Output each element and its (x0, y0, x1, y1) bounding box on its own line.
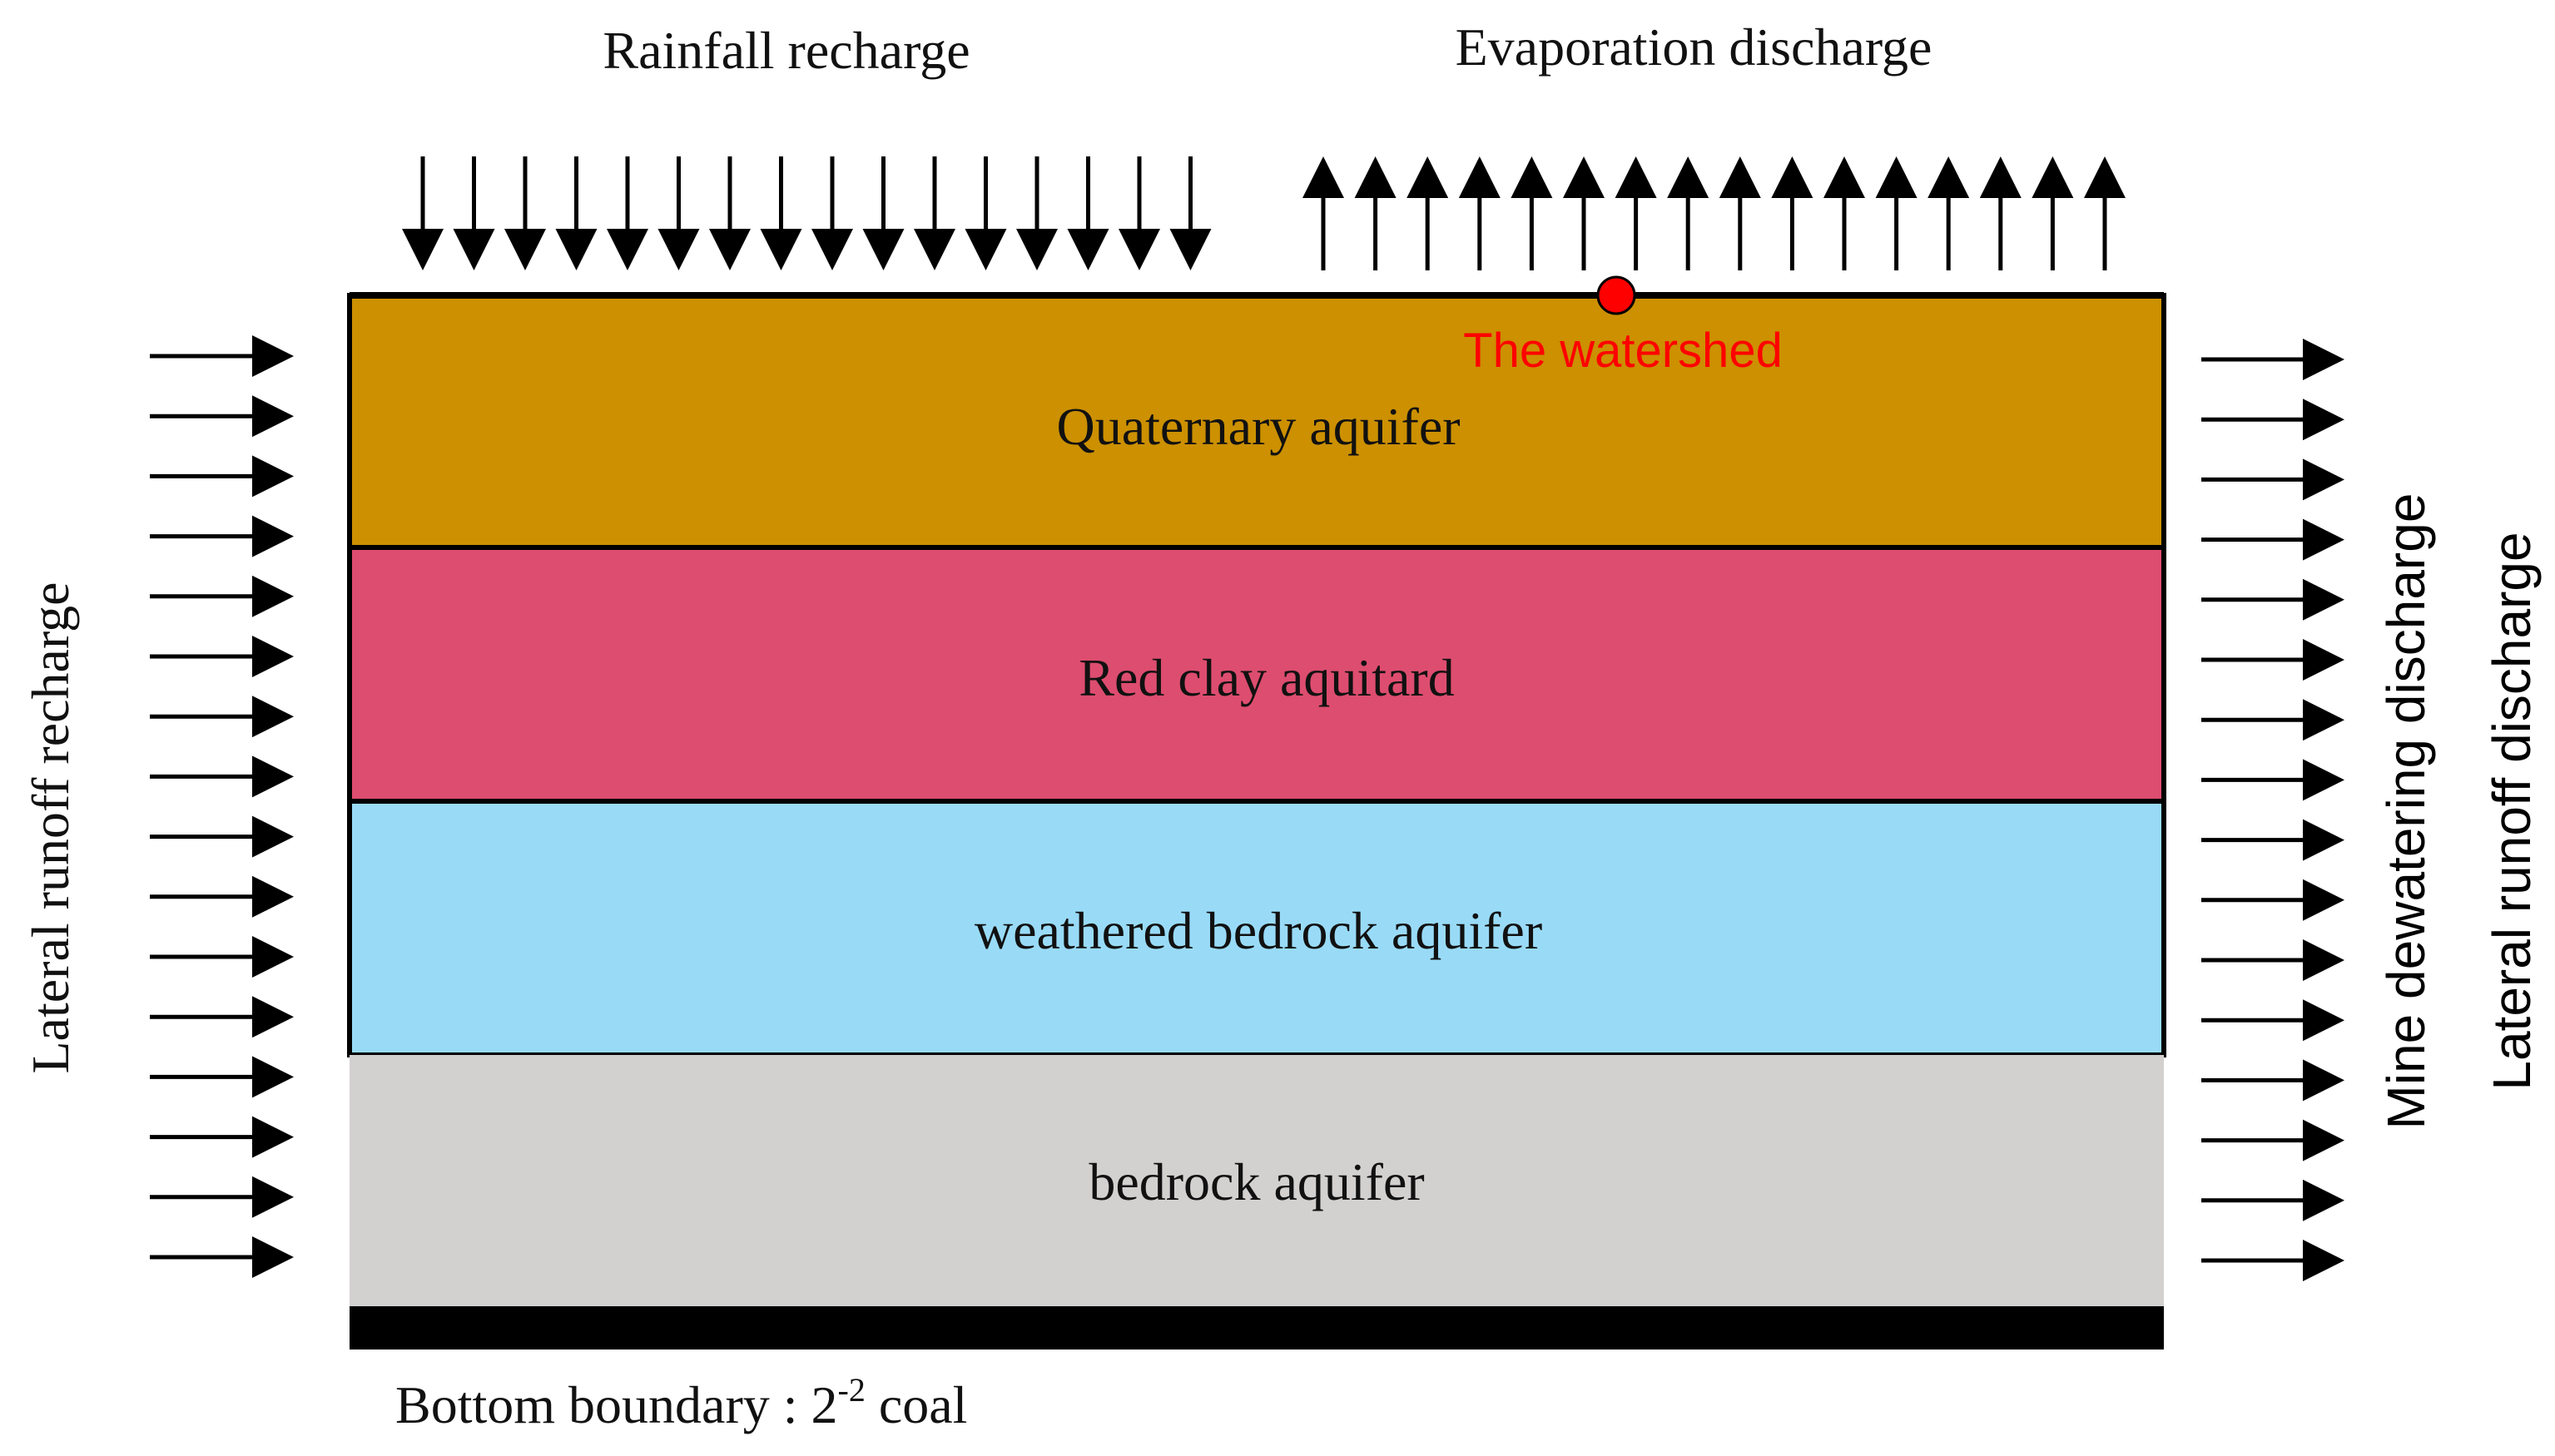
lateral-recharge-arrows (150, 335, 294, 1278)
layer-bedrock-aquifer (350, 1055, 2164, 1306)
mine-dewatering-discharge-label: Mine dewatering discharge (2376, 493, 2436, 1130)
rainfall-recharge-label: Rainfall recharge (603, 21, 970, 80)
bottom-boundary-label: Bottom boundary : 2-2 coal (395, 1371, 967, 1434)
lateral-runoff-discharge-label: Lateral runoff discharge (2482, 532, 2542, 1090)
lateral-discharge-arrows (2201, 339, 2344, 1281)
evaporation-arrows (1302, 156, 2126, 270)
rainfall-arrows (402, 156, 1212, 270)
layer-label-weathered-bedrock: weathered bedrock aquifer (975, 901, 1542, 960)
layer-red-clay-aquitard (347, 545, 2166, 804)
bottom-boundary-superscript: -2 (838, 1371, 866, 1409)
bottom-boundary-prefix: Bottom boundary : 2 (395, 1375, 838, 1434)
layer-label-red-clay: Red clay aquitard (1079, 648, 1454, 707)
lateral-runoff-recharge-label: Lateral runoff recharge (21, 582, 80, 1073)
bottom-boundary-suffix: coal (866, 1375, 968, 1434)
layer-label-bedrock: bedrock aquifer (1089, 1152, 1424, 1211)
evaporation-discharge-label: Evaporation discharge (1456, 17, 1932, 77)
watershed-marker (1596, 275, 1636, 315)
watershed-label: The watershed (1463, 324, 1783, 378)
bottom-boundary-bar (350, 1306, 2164, 1350)
layer-label-quaternary: Quaternary aquifer (1056, 397, 1460, 456)
